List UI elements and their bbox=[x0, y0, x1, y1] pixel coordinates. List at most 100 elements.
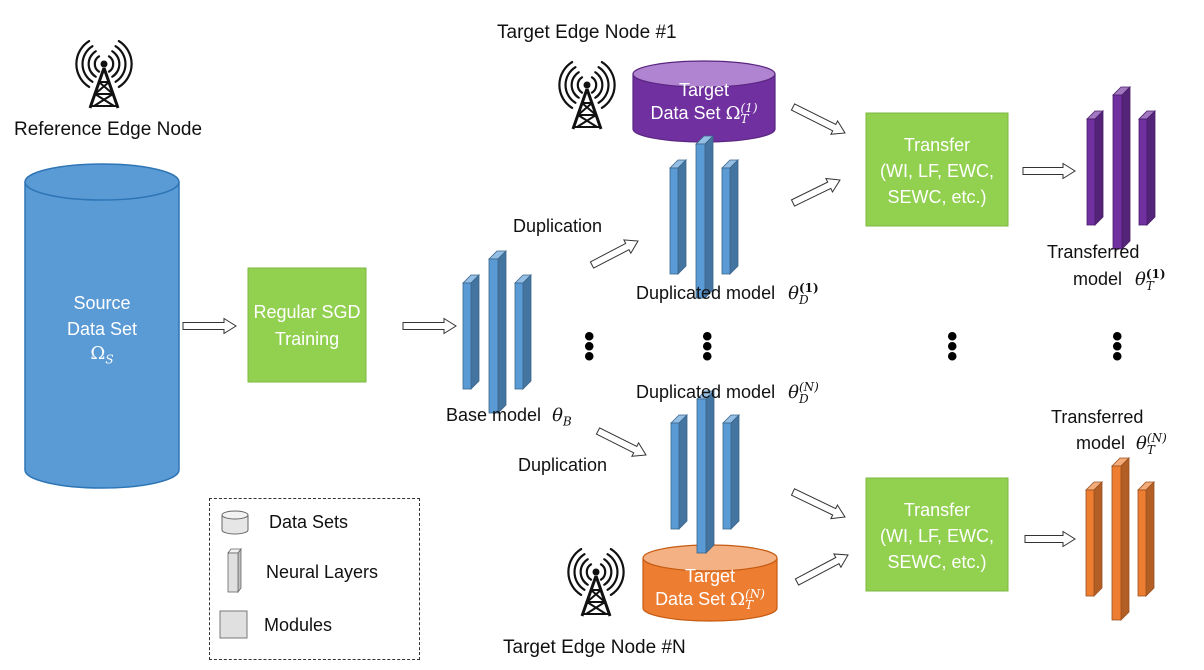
hollow-arrow bbox=[595, 427, 647, 457]
source-dataset-line2: Data Set bbox=[66, 319, 138, 339]
layer-side-face bbox=[1093, 481, 1103, 597]
target1-antenna-icon bbox=[558, 60, 616, 130]
transfer-bottom-line2: (WI, LF, EWC, bbox=[880, 526, 994, 546]
layer-front-face bbox=[1138, 118, 1148, 226]
antenna-tip bbox=[583, 81, 591, 89]
transferred-model-layers-bottom bbox=[1085, 457, 1155, 621]
duplicated-model-bottom-label: Duplicated model θ(N)D bbox=[636, 380, 819, 406]
layer-front-face bbox=[722, 422, 732, 530]
signal-wave-right bbox=[599, 563, 607, 581]
layer-front-face bbox=[721, 167, 731, 275]
hollow-arrow bbox=[790, 103, 846, 135]
ellipsis-4: ••• bbox=[1112, 320, 1123, 373]
tower-legs bbox=[571, 88, 603, 130]
signal-wave-right bbox=[590, 76, 598, 94]
target-dataset-cylinder-top bbox=[632, 60, 776, 143]
tower-legs bbox=[88, 67, 120, 109]
signal-wave-right bbox=[600, 60, 616, 110]
transferred-model-top-line2: model θ(1)T bbox=[1073, 267, 1166, 293]
layer-side-face bbox=[1145, 481, 1155, 597]
layer-front-face bbox=[462, 282, 472, 390]
source-dataset-symbol: ΩS bbox=[90, 343, 113, 367]
signal-wave-left bbox=[570, 71, 580, 99]
sgd-training-module bbox=[247, 267, 367, 383]
layer-front-face bbox=[1111, 465, 1122, 621]
legend-dataset-icon bbox=[221, 510, 249, 535]
legend-layers-label: Neural Layers bbox=[266, 562, 379, 582]
legend-datasets-label: Data Sets bbox=[269, 512, 349, 532]
transferred-model-top-line1: Transferred bbox=[1047, 242, 1140, 262]
layer-side-face bbox=[1120, 457, 1130, 621]
signal-wave-right bbox=[114, 45, 127, 83]
layer-side-face bbox=[470, 274, 480, 390]
sgd-module-line1: Regular SGD bbox=[253, 302, 361, 322]
layer-front-face bbox=[1112, 94, 1123, 250]
hollow-arrow bbox=[402, 317, 457, 335]
target-dataset-top-line2: Data Set Ω(1)T bbox=[650, 101, 758, 126]
target-dataset-cylinder-bottom bbox=[642, 544, 778, 622]
signal-wave-right bbox=[111, 50, 121, 78]
target-dataset-bottom-line1: Target bbox=[684, 566, 736, 586]
hollow-arrow bbox=[790, 488, 846, 520]
tower-braces bbox=[575, 102, 599, 128]
target1-node-label: Target Edge Node #1 bbox=[497, 22, 677, 43]
signal-wave-right bbox=[603, 558, 613, 586]
layer-front-face bbox=[695, 143, 706, 299]
sgd-module-line2: Training bbox=[274, 329, 340, 349]
base-model-label: Base model θB bbox=[446, 405, 572, 429]
reference-antenna-icon bbox=[75, 39, 133, 109]
antenna-tip bbox=[592, 568, 600, 576]
layer-side-face bbox=[678, 414, 688, 530]
layer-side-face bbox=[1121, 86, 1131, 250]
layer-front-face bbox=[669, 167, 679, 275]
source-dataset-cylinder bbox=[24, 163, 180, 489]
transfer-top-line3: SEWC, etc.) bbox=[887, 187, 987, 207]
legend-modules-label: Modules bbox=[264, 615, 333, 635]
layer-front-face bbox=[514, 282, 524, 390]
signal-wave-left bbox=[81, 45, 94, 83]
ellipsis-2: ••• bbox=[702, 320, 713, 373]
layer-side-face bbox=[497, 250, 507, 414]
ellipsis-1: ••• bbox=[584, 320, 595, 373]
layer-front-face bbox=[670, 422, 680, 530]
base-model-text: Base model bbox=[446, 405, 542, 425]
transfer-bottom-line1: Transfer bbox=[903, 500, 971, 520]
signal-wave-left bbox=[75, 39, 91, 89]
targetN-antenna-icon bbox=[567, 547, 625, 617]
layer-side-face bbox=[729, 159, 739, 275]
antenna-tip bbox=[100, 60, 108, 68]
signal-wave-left bbox=[567, 547, 583, 597]
signal-wave-right bbox=[117, 39, 133, 89]
layer-side-face bbox=[704, 135, 714, 299]
layer-front-face bbox=[1085, 489, 1095, 597]
hollow-arrow bbox=[589, 239, 639, 269]
signal-wave-right bbox=[609, 547, 625, 597]
duplication-label-top: Duplication bbox=[513, 216, 603, 236]
legend-module-icon bbox=[219, 610, 248, 639]
tower-braces bbox=[584, 589, 608, 615]
reference-node-label: Reference Edge Node bbox=[14, 119, 203, 140]
signal-wave-left bbox=[579, 558, 589, 586]
tower-legs bbox=[580, 575, 612, 617]
signal-wave-left bbox=[576, 76, 584, 94]
layer-side-face bbox=[1094, 110, 1104, 226]
signal-wave-left bbox=[87, 50, 97, 78]
layer-side-face bbox=[730, 414, 740, 530]
transfer-top-line1: Transfer bbox=[903, 135, 971, 155]
targetN-node-label: Target Edge Node #N bbox=[503, 637, 686, 658]
layer-front-face bbox=[696, 398, 707, 554]
target-dataset-bottom-line2: Data Set Ω(N)T bbox=[655, 587, 765, 612]
target-dataset-top-line1: Target bbox=[678, 80, 730, 100]
duplication-label-bottom: Duplication bbox=[518, 455, 608, 475]
transferred-model-bottom-line2: model θ(N)T bbox=[1076, 431, 1167, 457]
legend-box bbox=[209, 498, 420, 660]
signal-wave-left bbox=[564, 66, 577, 104]
layer-front-face bbox=[1086, 118, 1096, 226]
layer-side-face bbox=[677, 159, 687, 275]
source-dataset-line1: Source bbox=[73, 293, 131, 313]
transfer-top-line2: (WI, LF, EWC, bbox=[880, 161, 994, 181]
signal-wave-right bbox=[606, 553, 619, 591]
hollow-arrow bbox=[182, 317, 237, 335]
